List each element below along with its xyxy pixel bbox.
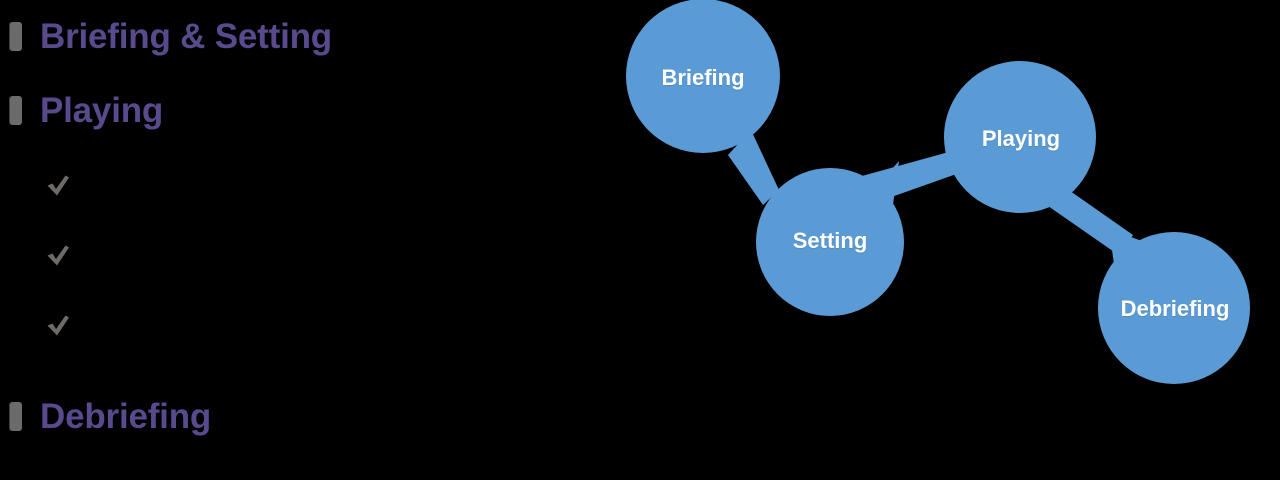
outline-item-debriefing[interactable]: Debriefing bbox=[10, 394, 211, 438]
check-icon bbox=[45, 244, 71, 268]
outline-item-briefing-and-setting[interactable]: Briefing & Setting bbox=[10, 14, 332, 58]
check-icon bbox=[45, 174, 71, 198]
check-icon bbox=[45, 314, 71, 338]
bar-marker-icon bbox=[10, 21, 22, 51]
outline-subitem-1[interactable] bbox=[45, 172, 81, 200]
outline-item-label: Playing bbox=[40, 90, 164, 130]
outline-item-label: Briefing & Setting bbox=[40, 16, 332, 56]
process-flow-diagram: Briefing Setting Playing Debriefing bbox=[600, 0, 1280, 480]
outline-panel: Briefing & Setting Playing bbox=[0, 0, 600, 480]
bar-marker-icon bbox=[10, 95, 22, 125]
connector-briefing-to-setting bbox=[728, 130, 779, 205]
outline-subitem-2[interactable] bbox=[45, 242, 81, 270]
node-briefing[interactable] bbox=[626, 0, 780, 153]
diagram-canvas bbox=[626, 0, 1250, 384]
node-debriefing[interactable] bbox=[1098, 232, 1250, 384]
outline-item-label: Debriefing bbox=[40, 396, 212, 436]
outline-item-playing[interactable]: Playing bbox=[10, 88, 163, 132]
node-playing[interactable] bbox=[944, 61, 1096, 213]
outline-subitem-3[interactable] bbox=[45, 312, 81, 340]
node-setting[interactable] bbox=[756, 168, 904, 316]
bar-marker-icon bbox=[10, 401, 22, 431]
